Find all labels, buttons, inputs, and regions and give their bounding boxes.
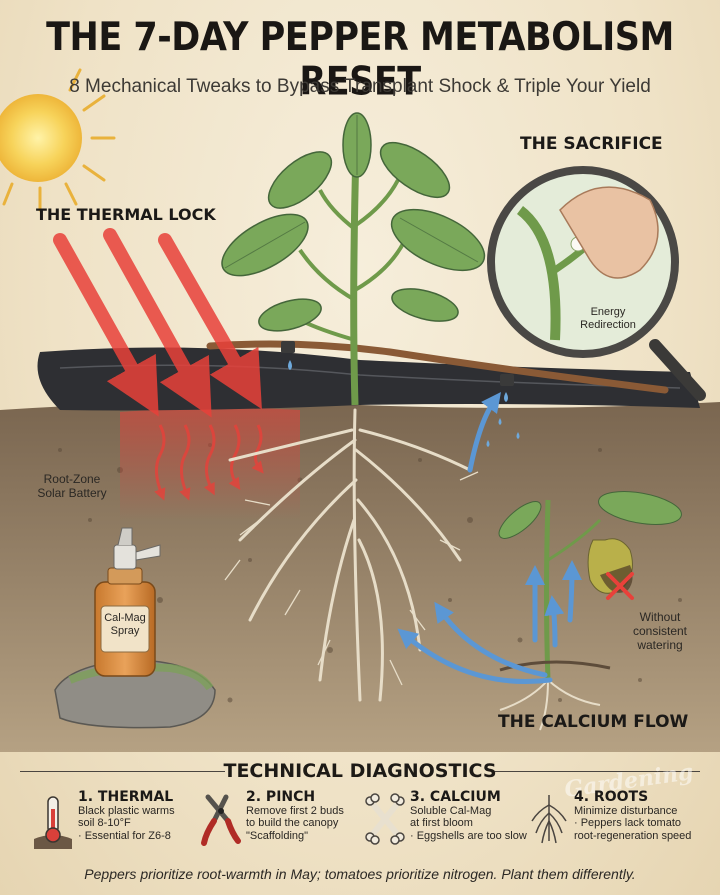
drip-emitters [281,341,514,386]
small-pepper-plant [498,491,682,731]
soil-heat-arrows [154,424,264,501]
blossom-end-rot-x [606,572,634,600]
thermal-arrows [53,228,262,418]
magnifier [487,166,706,401]
pruning-shears-icon [201,794,241,846]
divider-right [495,771,700,772]
sun-icon [0,68,116,212]
diagnostic-card-thermal: 1. THERMAL Black plastic warms soil 8-10… [30,789,206,853]
diagnostics-heading: TECHNICAL DIAGNOSTICS [223,760,497,782]
footer-note: Peppers prioritize root-warmth in May; t… [84,866,636,882]
plant-roots [228,408,472,702]
rock [54,659,216,729]
calcium-arrows [397,391,582,685]
diagnostic-card-calcium: 3. CALCIUM Soluble Cal-Mag at first bloo… [362,789,538,853]
diagnostic-title: 2. PINCH [246,789,316,805]
fine-roots [224,471,479,686]
diagnostic-card-roots: 4. ROOTS Minimize disturbance · Peppers … [526,789,702,853]
diagnostic-title: 4. ROOTS [574,789,649,805]
pepper-stem [350,149,360,406]
bones-icon [365,793,405,845]
page-subtitle: 8 Mechanical Tweaks to Bypass Transplant… [69,76,651,97]
diagnostic-title: 1. THERMAL [78,789,174,805]
pepper-leaves [221,112,486,332]
diagnostic-title: 3. CALCIUM [410,789,501,805]
water-drops [288,360,520,447]
divider-left [20,771,225,772]
diagnostic-card-pinch: 2. PINCH Remove first 2 buds to build th… [198,789,374,853]
label-calcium-flow: THE CALCIUM FLOW [498,712,689,732]
thermometer-icon [34,796,72,849]
roots-icon [531,795,567,844]
label-thermal-lock: THE THERMAL LOCK [36,205,216,224]
heat-glow [120,407,300,520]
drip-line [206,340,669,394]
cal-mag-spray-bottle [94,527,161,677]
label-sacrifice: THE SACRIFICE [520,134,663,154]
page-title: THE 7-DAY PEPPER METABOLISM RESET [46,15,674,105]
